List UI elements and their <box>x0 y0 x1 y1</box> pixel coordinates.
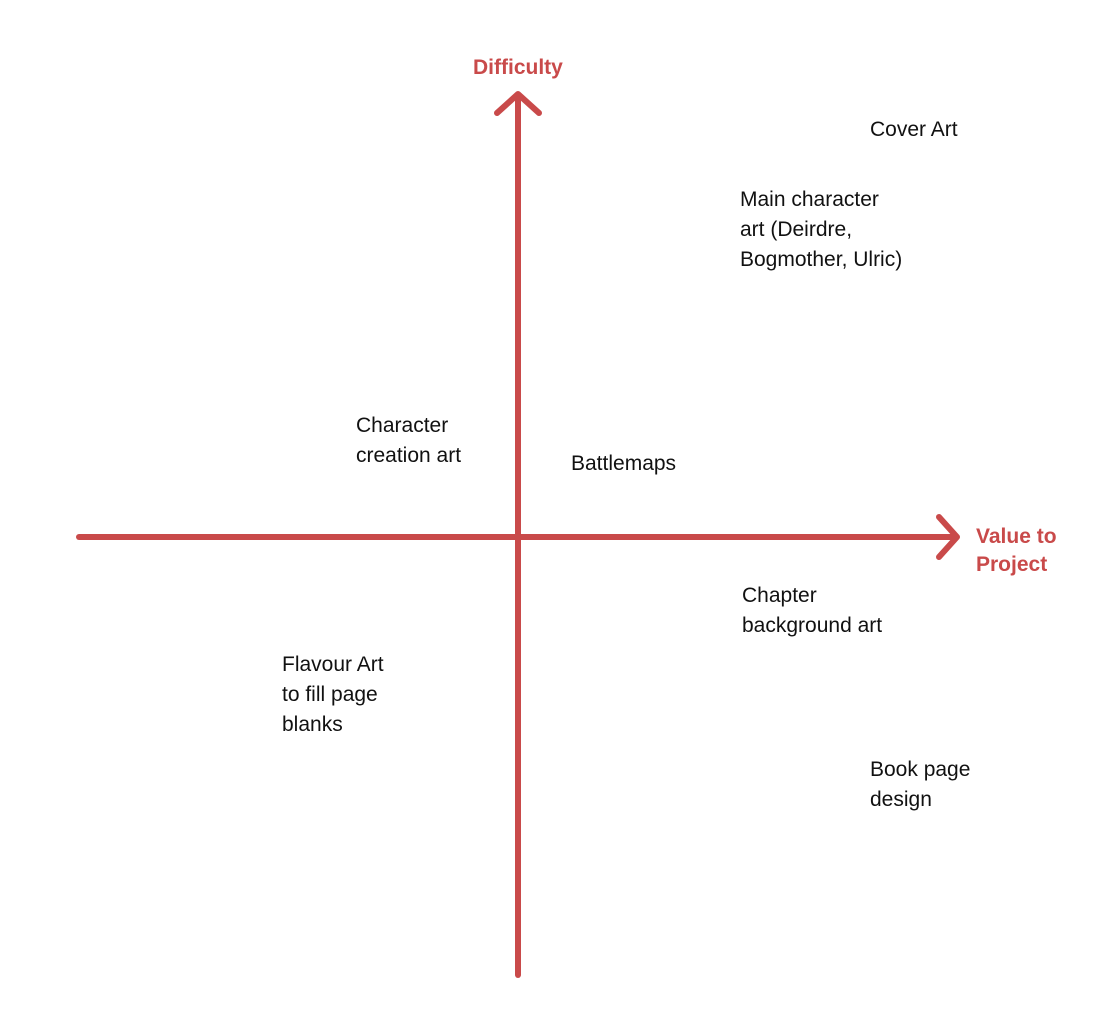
item-cover-art: Cover Art <box>870 118 958 141</box>
item-flavour-art: Flavour Art to fill page blanks <box>282 653 384 736</box>
y-axis-arrowhead <box>494 91 542 116</box>
item-chapter-background-art: Chapter background art <box>742 584 883 637</box>
x-axis-arrowhead <box>936 514 960 560</box>
item-book-page-design: Book page design <box>870 758 971 811</box>
y-axis-label: Difficulty <box>473 56 563 79</box>
item-battlemaps: Battlemaps <box>571 452 677 475</box>
x-axis-label: Value to Project <box>976 525 1057 576</box>
item-character-creation-art: Character creation art <box>356 414 462 467</box>
item-main-character-art: Main character art (Deirdre, Bogmother, … <box>740 188 903 271</box>
